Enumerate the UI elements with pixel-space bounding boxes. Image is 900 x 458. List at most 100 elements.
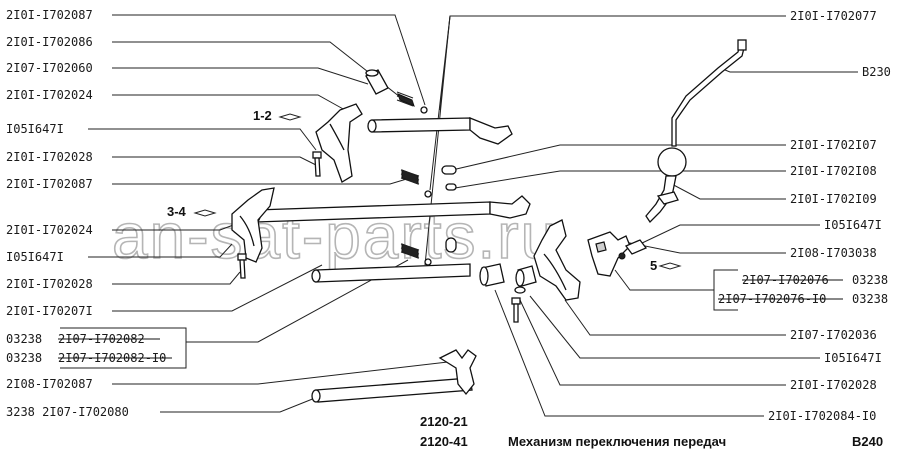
label-right-9: I05I647I bbox=[824, 351, 882, 365]
bolt-12 bbox=[312, 151, 322, 177]
right-group-suffix-1: 03238 bbox=[852, 273, 888, 287]
label-right-3: 2I0I-I702I07 bbox=[790, 138, 877, 152]
leader-l6 bbox=[112, 156, 319, 167]
leader-l12 bbox=[186, 259, 409, 343]
label-right-10: 2I0I-I702028 bbox=[790, 378, 877, 392]
diagram-code: B240 bbox=[852, 434, 883, 449]
leader-r10 bbox=[529, 295, 820, 359]
spring-upper bbox=[396, 91, 415, 107]
label-right-4: 2I0I-I702I08 bbox=[790, 164, 877, 178]
spring-lower bbox=[400, 243, 420, 259]
plunger-1 bbox=[441, 165, 457, 175]
leader-l4 bbox=[112, 94, 346, 111]
label-right-6: I05I647I bbox=[824, 218, 882, 232]
arrow-34-icon bbox=[193, 209, 217, 217]
bolt-lower bbox=[511, 297, 521, 323]
left-group-prefix-2: 03238 bbox=[6, 351, 42, 365]
label-left-10: 2I0I-I702028 bbox=[6, 277, 93, 291]
leader-l3 bbox=[112, 67, 369, 85]
leader-r2 bbox=[719, 67, 858, 73]
left-callouts: 2I0I-I702087 2I0I-I702086 2I07-I702060 2… bbox=[6, 8, 466, 419]
label-gear-34: 3-4 bbox=[167, 204, 187, 219]
callout-34: 3-4 bbox=[167, 204, 217, 219]
ball-lower bbox=[424, 258, 432, 266]
label-right-7: 2I08-I703038 bbox=[790, 246, 877, 260]
label-left-8: 2I0I-I702024 bbox=[6, 223, 93, 237]
rod-upper bbox=[367, 117, 513, 145]
shaft-bottom bbox=[311, 349, 477, 403]
leader-l8 bbox=[112, 223, 237, 231]
model-code-2: 2120-41 bbox=[420, 434, 468, 449]
left-group-prefix-1: 03238 bbox=[6, 332, 42, 346]
leader-r1c bbox=[439, 15, 451, 111]
ball-mid bbox=[424, 190, 432, 198]
label-left-3: 2I07-I702060 bbox=[6, 61, 93, 75]
leader-r1a bbox=[429, 15, 786, 191]
left-bracket bbox=[60, 327, 187, 369]
label-left-1: 2I0I-I702087 bbox=[6, 8, 93, 22]
footer: 2120-21 2120-41 Механизм переключения пе… bbox=[420, 414, 883, 449]
label-left-6: 2I0I-I702028 bbox=[6, 150, 93, 164]
label-gear-5: 5 bbox=[650, 258, 657, 273]
label-left-2: 2I0I-I702086 bbox=[6, 35, 93, 49]
plunger-2 bbox=[445, 183, 457, 191]
leader-r4 bbox=[454, 170, 786, 189]
label-right-2: B230 bbox=[862, 65, 891, 79]
leader-l5 bbox=[88, 128, 317, 151]
leader-l2 bbox=[112, 41, 401, 98]
sleeve-upper bbox=[365, 69, 389, 95]
leader-r12 bbox=[494, 289, 764, 417]
sleeve-lower-2 bbox=[515, 265, 537, 287]
label-right-1: 2I0I-I702077 bbox=[790, 9, 877, 23]
washer-lower bbox=[514, 286, 526, 294]
fork-34 bbox=[231, 187, 275, 263]
leader-r11 bbox=[519, 299, 786, 386]
leader-r6 bbox=[639, 224, 820, 245]
leader-l9 bbox=[88, 243, 233, 258]
right-group-suffix-2: 03238 bbox=[852, 292, 888, 306]
label-right-8: 2I07-I702036 bbox=[790, 328, 877, 342]
label-right-5: 2I0I-I702I09 bbox=[790, 192, 877, 206]
right-callouts: 2I0I-I702077 B230 2I0I-I702I07 2I0I-I702… bbox=[424, 9, 891, 423]
label-left-4: 2I0I-I702024 bbox=[6, 88, 93, 102]
leader-r3 bbox=[451, 144, 786, 171]
arrow-12-icon bbox=[278, 113, 302, 121]
bolt-selector bbox=[618, 239, 648, 260]
sleeve-lower bbox=[479, 263, 505, 287]
gear-lever bbox=[645, 39, 747, 224]
label-gear-12: 1-2 bbox=[253, 108, 272, 123]
leader-r5 bbox=[667, 181, 786, 200]
leader-l11 bbox=[112, 264, 323, 312]
right-bracket-group: 2I07-I702076 03238 2I07-I702076-I0 03238 bbox=[713, 269, 888, 311]
callout-5: 5 bbox=[650, 258, 682, 273]
leader-r9 bbox=[564, 299, 786, 336]
label-left-13: 3238 2I07-I702080 bbox=[6, 405, 129, 419]
label-right-11: 2I0I-I702084-I0 bbox=[768, 409, 876, 423]
label-left-12: 2I08-I702087 bbox=[6, 377, 93, 391]
leader-l14 bbox=[160, 391, 331, 413]
callout-12: 1-2 bbox=[253, 108, 302, 123]
leader-l10 bbox=[112, 271, 241, 285]
leader-r8 bbox=[614, 269, 714, 291]
diagram-title: Механизм переключения передач bbox=[508, 434, 726, 449]
fork-12 bbox=[315, 103, 363, 183]
bolt-34 bbox=[237, 253, 247, 279]
model-code-1: 2120-21 bbox=[420, 414, 468, 429]
leader-l13 bbox=[112, 359, 466, 385]
fork-5 bbox=[533, 219, 581, 301]
leader-l1 bbox=[112, 14, 426, 106]
label-left-5: I05I647I bbox=[6, 122, 64, 136]
rod-lower bbox=[311, 263, 471, 283]
arrow-5-icon bbox=[658, 262, 682, 270]
leader-l7 bbox=[112, 177, 411, 185]
label-left-11: 2I0I-I70207I bbox=[6, 304, 93, 318]
plunger-3 bbox=[445, 237, 457, 253]
spring-mid bbox=[400, 169, 420, 185]
selector-block bbox=[587, 231, 631, 277]
label-left-9: I05I647I bbox=[6, 250, 64, 264]
parts: 1-2 3-4 5 bbox=[167, 39, 747, 403]
label-left-7: 2I0I-I702087 bbox=[6, 177, 93, 191]
ball-upper bbox=[420, 106, 428, 114]
left-bracket-group: 03238 2I07-I702082 03238 2I07-I702082-I0 bbox=[6, 327, 187, 369]
